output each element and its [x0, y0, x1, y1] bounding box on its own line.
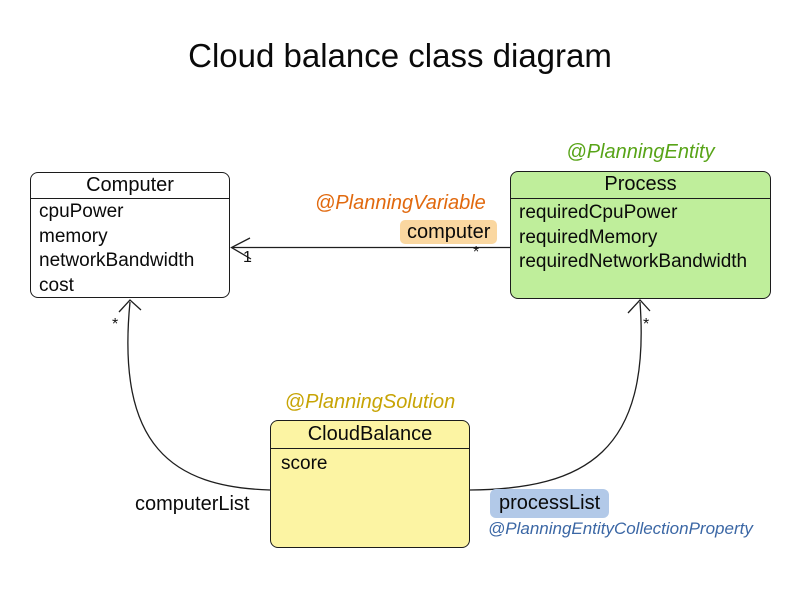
- process-class-box: Process requiredCpuPower requiredMemory …: [510, 171, 771, 299]
- process-field: requiredNetworkBandwidth: [519, 251, 748, 273]
- process-class-fields: requiredCpuPower requiredMemory required…: [511, 199, 770, 275]
- computer-field: cpuPower: [39, 201, 124, 222]
- planning-variable-annotation: @PlanningVariable: [315, 192, 486, 214]
- cloud-balance-class-name: CloudBalance: [271, 421, 469, 449]
- process-class-name: Process: [511, 172, 770, 199]
- multiplicity-many-computer-list: *: [112, 316, 119, 333]
- computer-class-fields: cpuPower memory networkBandwidth cost: [31, 199, 229, 298]
- process-list-role-label: processList: [490, 489, 610, 518]
- planning-solution-annotation: @PlanningSolution: [284, 391, 456, 413]
- computer-field: cost: [39, 274, 74, 296]
- planning-entity-annotation: @PlanningEntity: [566, 141, 715, 163]
- diagram-title: Cloud balance class diagram: [188, 37, 612, 74]
- arrowhead-computer-list-icon: [118, 299, 142, 313]
- arrowhead-process-list-icon: [627, 299, 651, 314]
- cloud-balance-class-fields: score: [271, 449, 469, 477]
- planning-entity-collection-property-annotation: @PlanningEntityCollectionProperty: [488, 519, 753, 538]
- cloud-balance-field: score: [281, 453, 328, 474]
- process-field: requiredCpuPower: [519, 202, 678, 223]
- arrowhead-to-computer-icon: [230, 237, 252, 260]
- computer-class-box: Computer cpuPower memory networkBandwidt…: [30, 172, 230, 298]
- multiplicity-many-process: *: [473, 244, 480, 261]
- computer-list-label: computerList: [135, 493, 250, 515]
- computer-field: networkBandwidth: [39, 250, 195, 272]
- process-list-curve: [469, 301, 642, 491]
- computer-field: memory: [39, 225, 108, 247]
- computer-class-name: Computer: [31, 173, 229, 199]
- multiplicity-one-computer: 1: [243, 249, 252, 266]
- computer-list-curve: [127, 301, 271, 491]
- multiplicity-many-process-list: *: [643, 316, 650, 333]
- process-field: requiredMemory: [519, 226, 658, 248]
- computer-role-label: computer: [400, 220, 498, 244]
- cloud-balance-class-box: CloudBalance score: [270, 420, 470, 548]
